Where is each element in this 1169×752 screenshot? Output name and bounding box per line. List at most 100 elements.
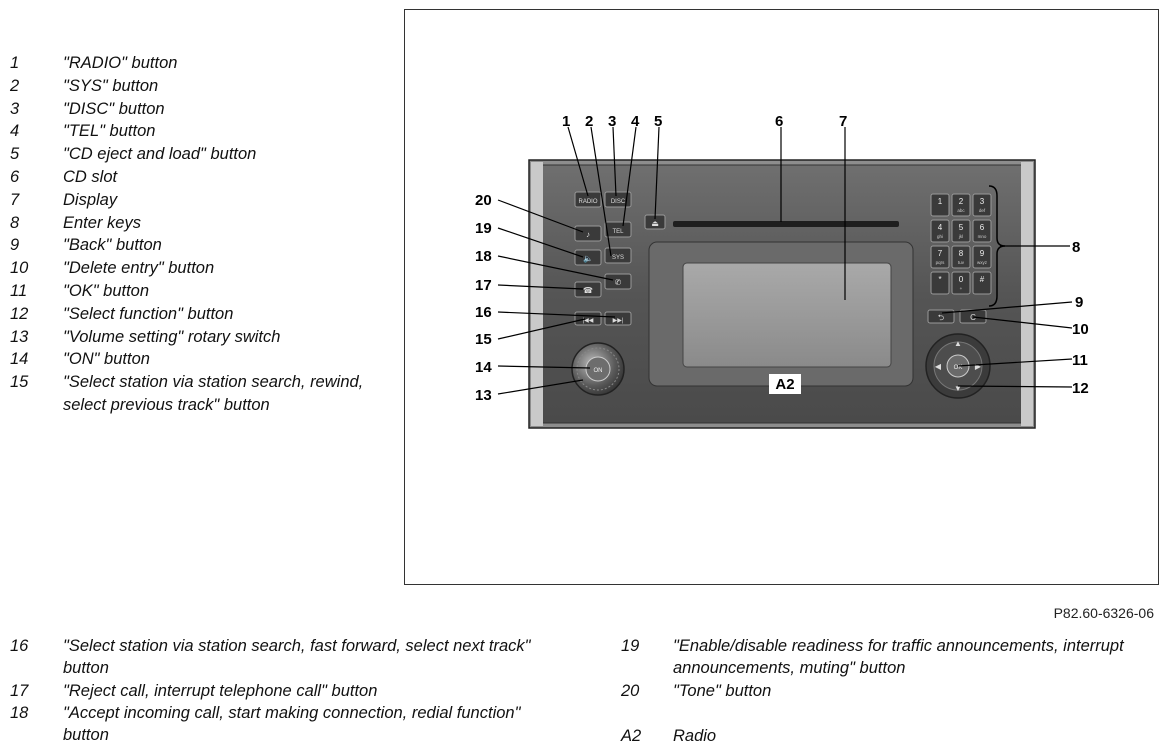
keypad-key[interactable] — [972, 219, 992, 243]
reject-call-button[interactable] — [574, 281, 602, 298]
legend-number: 2 — [10, 76, 20, 95]
callout-5: 5 — [654, 113, 662, 130]
keypad-key[interactable] — [972, 271, 992, 295]
accept-call-button[interactable] — [604, 273, 632, 290]
keypad-key-letters: mno — [978, 234, 987, 239]
keypad-key-number: 5 — [959, 223, 964, 232]
legend-item: 14"ON" button — [10, 348, 395, 371]
legend-text: "CD eject and load" button — [63, 145, 257, 164]
legend-number: 10 — [10, 259, 29, 278]
phone-reject-icon: ☎ — [583, 286, 593, 295]
keypad-key-number: 7 — [938, 249, 943, 258]
keypad-key[interactable] — [951, 193, 971, 217]
radio-side-right — [1021, 162, 1033, 426]
legend-item: 4 "TEL" button — [10, 120, 395, 143]
sys-button[interactable] — [604, 247, 632, 264]
keypad-key-letters: tuv — [958, 260, 965, 265]
tone-button[interactable] — [574, 225, 602, 242]
next-track-button[interactable] — [604, 311, 632, 326]
legend-list-bottom-left: 16 "Select station via station search, fa… — [10, 635, 570, 746]
ok-button-label: OK — [954, 365, 963, 371]
callout-18: 18 — [475, 248, 492, 265]
back-button-label: ⮌ — [938, 313, 944, 322]
keypad-key-number: 0 — [959, 275, 964, 284]
callout-15: 15 — [475, 331, 492, 348]
legend-item: 16 "Select station via station search, fa… — [10, 635, 570, 680]
legend-text: "RADIO" button — [63, 54, 178, 72]
keypad-key[interactable] — [972, 245, 992, 269]
tel-button[interactable] — [604, 221, 632, 238]
figure-code: P82.60-6326-06 — [1053, 605, 1154, 621]
radio-button-label: RADIO — [578, 199, 597, 205]
legend-number: 7 — [10, 190, 20, 209]
keypad-key[interactable] — [951, 245, 971, 269]
tone-icon: ♪ — [586, 230, 590, 239]
legend-number: 15 — [10, 373, 29, 392]
leader-lines — [497, 126, 1073, 395]
keypad-key[interactable] — [951, 219, 971, 243]
unit-label: A2 — [775, 376, 794, 393]
legend-text: "Enable/disable readiness for traffic an… — [673, 637, 1124, 678]
keypad-key[interactable] — [930, 193, 950, 217]
callout-6: 6 — [775, 113, 783, 130]
radio-figure: A2 RADIO DISC ⏏ ♪ TEL 🔈 SYS ✆ ☎ |◀◀ ▶▶| … — [404, 9, 1159, 585]
arrow-up-icon: ▲ — [954, 339, 962, 348]
keypad-key-number: 1 — [938, 197, 943, 206]
callout-9: 9 — [1075, 294, 1083, 311]
legend-number: 13 — [10, 327, 29, 346]
sys-button-label: SYS — [612, 255, 624, 261]
callout-8: 8 — [1072, 239, 1080, 256]
on-button-label: ON — [594, 368, 603, 374]
keypad-key[interactable] — [951, 271, 971, 295]
legend-item: 18"Accept incoming call, start making co… — [10, 702, 570, 747]
phone-accept-icon: ✆ — [615, 278, 622, 287]
on-button[interactable] — [585, 356, 611, 382]
legend-number: 3 — [10, 99, 20, 118]
callout-13: 13 — [475, 387, 492, 404]
arrow-left-icon: ◀ — [935, 362, 942, 371]
callout-numbers: 1 2 3 4 5 6 7 8 9 10 11 12 13 14 15 16 1… — [475, 113, 1089, 404]
keypad-key-number: 8 — [959, 249, 964, 258]
disc-button[interactable] — [604, 191, 632, 208]
keypad-key[interactable] — [930, 271, 950, 295]
callout-19: 19 — [475, 220, 492, 237]
legend-number: 8 — [10, 213, 20, 232]
legend-number: 6 — [10, 167, 20, 186]
keypad-key-letters: jkl — [958, 234, 963, 239]
arrow-right-icon: ▶ — [975, 362, 982, 371]
legend-text: "Select station via station search, fast… — [63, 637, 531, 678]
legend-number: 16 — [10, 637, 29, 655]
legend-number: 9 — [10, 236, 20, 255]
callout-3: 3 — [608, 113, 616, 130]
cd-slot[interactable] — [673, 221, 899, 227]
radio-side-left — [531, 162, 543, 426]
legend-text: "Select function" button — [63, 304, 234, 323]
legend-item: 17"Reject call, interrupt telephone call… — [10, 680, 570, 702]
legend-list-bottom-right: 19"Enable/disable readiness for traffic … — [621, 635, 1151, 747]
legend-text: "Accept incoming call, start making conn… — [63, 703, 521, 745]
keypad-key-number: 6 — [980, 223, 985, 232]
back-button[interactable] — [927, 309, 955, 324]
legend-text: "Tone" button — [673, 681, 772, 700]
legend-number: 4 — [10, 122, 20, 141]
legend-item: 13"Volume setting" rotary switch — [10, 326, 395, 349]
legend-text: "TEL" button — [63, 122, 156, 141]
keypad-key[interactable] — [930, 245, 950, 269]
keypad-key[interactable] — [930, 219, 950, 243]
keypad-key[interactable] — [972, 193, 992, 217]
legend-item: 20 "Tone" button — [621, 680, 1151, 702]
legend-number: 11 — [10, 281, 28, 300]
radio-button[interactable] — [574, 191, 602, 208]
legend-number: 20 — [621, 681, 640, 700]
legend-text: Radio — [673, 726, 717, 745]
legend-text: "DISC" button — [63, 99, 165, 118]
keypad-key-letters: + — [960, 286, 963, 291]
legend-number: 12 — [10, 304, 29, 323]
callout-16: 16 — [475, 304, 492, 321]
mute-button[interactable] — [574, 249, 602, 266]
callout-12: 12 — [1072, 380, 1089, 397]
